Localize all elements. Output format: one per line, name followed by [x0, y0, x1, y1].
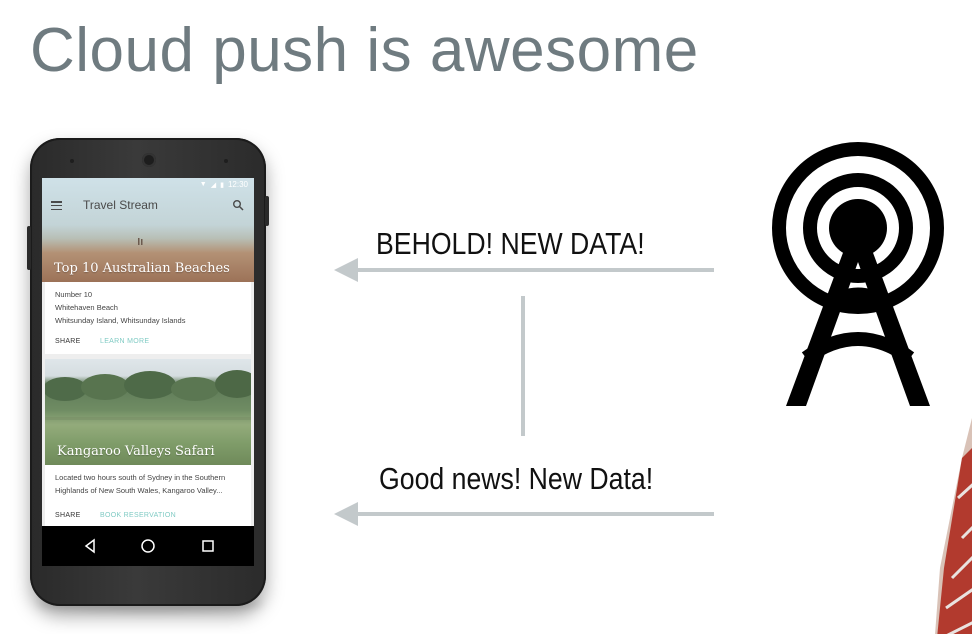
- back-icon[interactable]: [82, 538, 98, 554]
- status-bar: ▼ ◢ ▮ 12:30: [42, 178, 254, 191]
- beach-figures: [138, 238, 143, 245]
- app-title: Travel Stream: [83, 198, 158, 212]
- phone-volume-button: [27, 226, 31, 270]
- phone-power-button: [265, 196, 269, 226]
- message-top: BEHOLD! NEW DATA!: [376, 226, 645, 261]
- phone-camera: [142, 153, 156, 167]
- card-title: Top 10 Australian Beaches: [54, 261, 230, 276]
- card: Kangaroo Valleys Safari Located two hour…: [45, 359, 251, 527]
- arrow-left-icon: [334, 502, 714, 526]
- arrow-left-icon: [334, 258, 714, 282]
- signal-icon: ◢: [210, 181, 217, 189]
- message-bottom: Good news! New Data!: [379, 461, 654, 496]
- card-text-line: Highlands of New South Wales, Kangaroo V…: [55, 486, 223, 495]
- safari-hero-image: Kangaroo Valleys Safari: [45, 359, 251, 465]
- share-button[interactable]: SHARE: [55, 512, 81, 519]
- card-text-line: Whitsunday Island, Whitsunday Islands: [55, 316, 186, 325]
- slide-title: Cloud push is awesome: [30, 16, 699, 85]
- card-body: Number 10 Whitehaven Beach Whitsunday Is…: [45, 282, 251, 354]
- card-text-line: Located two hours south of Sydney in the…: [55, 473, 226, 482]
- presenter-figure: [935, 418, 972, 634]
- phone-screen: ▼ ◢ ▮ 12:30 Travel Stream Top 10 Austral…: [42, 178, 254, 566]
- phone-mockup: ▼ ◢ ▮ 12:30 Travel Stream Top 10 Austral…: [27, 138, 269, 606]
- tree-line: [45, 370, 251, 420]
- navigation-bar: [42, 526, 254, 566]
- vertical-divider: [521, 296, 525, 436]
- home-icon[interactable]: [140, 538, 156, 554]
- share-button[interactable]: SHARE: [55, 338, 81, 345]
- app-toolbar: Travel Stream: [42, 196, 254, 216]
- phone-sensor: [70, 159, 74, 163]
- search-icon[interactable]: [232, 199, 244, 211]
- card-text-line: Number 10: [55, 290, 93, 299]
- recents-icon[interactable]: [200, 538, 216, 554]
- broadcast-tower-icon: [772, 142, 944, 406]
- beach-hero-image: ▼ ◢ ▮ 12:30 Travel Stream Top 10 Austral…: [42, 178, 254, 282]
- card-title: Kangaroo Valleys Safari: [57, 444, 215, 459]
- menu-icon[interactable]: [51, 201, 62, 211]
- card-text-line: Whitehaven Beach: [55, 303, 118, 312]
- wifi-icon: ▼: [199, 181, 207, 188]
- battery-icon: ▮: [220, 181, 224, 189]
- learn-more-button[interactable]: LEARN MORE: [100, 338, 150, 345]
- status-time: 12:30: [227, 180, 248, 189]
- book-reservation-button[interactable]: BOOK RESERVATION: [100, 512, 176, 519]
- phone-sensor: [224, 159, 228, 163]
